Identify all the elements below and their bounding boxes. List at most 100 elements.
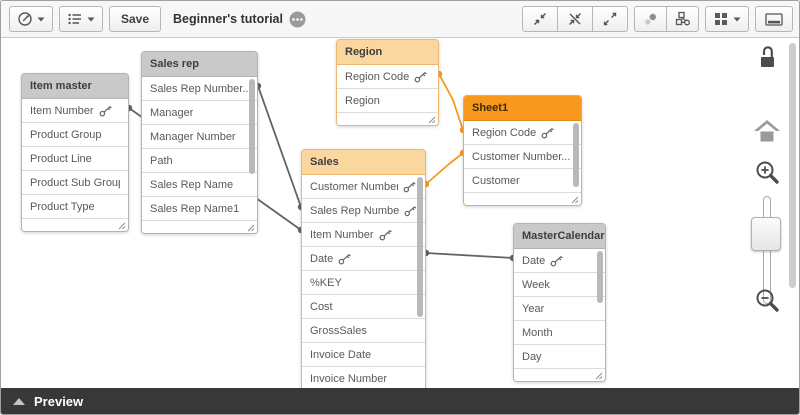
- table-rows: Region Code Customer Number... Customer: [464, 121, 581, 193]
- collapse-all-button[interactable]: [522, 6, 558, 32]
- table-footer: [142, 221, 257, 233]
- app-info-badge[interactable]: [289, 11, 306, 28]
- data-model-icon: [675, 11, 690, 26]
- field-row[interactable]: Day: [514, 345, 605, 369]
- field-row[interactable]: Item Number: [302, 223, 425, 247]
- internal-table-view-button[interactable]: [634, 6, 667, 32]
- key-icon: [338, 253, 352, 264]
- table-header[interactable]: Region: [337, 40, 438, 65]
- field-label: Manager: [150, 106, 194, 119]
- field-row[interactable]: Date: [302, 247, 425, 271]
- field-row[interactable]: Week: [514, 273, 605, 297]
- table-item-master[interactable]: Item master Item Number Product Group Pr…: [21, 73, 129, 232]
- field-label: Week: [522, 278, 550, 291]
- resize-handle-icon[interactable]: [246, 223, 255, 232]
- field-label: Manager Number: [150, 130, 236, 143]
- field-label: Date: [310, 252, 334, 265]
- table-rows: Customer Number Sales Rep Number Item Nu…: [302, 175, 425, 388]
- expand-all-button[interactable]: [592, 6, 628, 32]
- source-table-view-button[interactable]: [666, 6, 699, 32]
- grid-view-menu-button[interactable]: [705, 6, 749, 32]
- zoom-in-icon[interactable]: [754, 159, 782, 189]
- table-header[interactable]: Item master: [22, 74, 128, 99]
- field-label: Product Type: [30, 200, 95, 213]
- field-row[interactable]: %KEY: [302, 271, 425, 295]
- table-region[interactable]: Region Region Code Region: [336, 39, 439, 126]
- home-icon[interactable]: [752, 118, 782, 144]
- field-row[interactable]: Region Code: [337, 65, 438, 89]
- toggle-preview-panel-button[interactable]: [755, 6, 793, 32]
- field-row[interactable]: Region: [337, 89, 438, 113]
- field-row[interactable]: Item Number: [22, 99, 128, 123]
- table-scrollbar-thumb[interactable]: [417, 177, 423, 317]
- field-label: Sales Rep Number...: [150, 82, 249, 95]
- field-row[interactable]: Invoice Date: [302, 343, 425, 367]
- resize-handle-icon[interactable]: [427, 115, 436, 124]
- table-title: Sales: [310, 156, 339, 168]
- field-row[interactable]: Product Sub Group: [22, 171, 128, 195]
- field-label: Item Number: [310, 228, 374, 241]
- field-row[interactable]: Month: [514, 321, 605, 345]
- preview-bar[interactable]: Preview: [1, 388, 799, 414]
- field-label: Region Code: [345, 70, 410, 83]
- field-label: Customer: [472, 174, 520, 187]
- field-row[interactable]: Product Group: [22, 123, 128, 147]
- field-row[interactable]: Sales Rep Name: [142, 173, 257, 197]
- field-row[interactable]: Path: [142, 149, 257, 173]
- field-row[interactable]: Date: [514, 249, 605, 273]
- table-scrollbar-thumb[interactable]: [597, 251, 603, 303]
- table-sales[interactable]: Sales Customer Number Sales Rep Number I…: [301, 149, 426, 388]
- field-row[interactable]: Manager Number: [142, 125, 257, 149]
- field-label: Customer Number...: [472, 150, 571, 163]
- sheet-list-button[interactable]: [59, 6, 103, 32]
- field-row[interactable]: Customer: [464, 169, 581, 193]
- lock-open-icon[interactable]: [755, 45, 779, 71]
- field-row[interactable]: GrossSales: [302, 319, 425, 343]
- field-row[interactable]: Manager: [142, 101, 257, 125]
- grid-view-icon: [715, 13, 727, 25]
- save-button[interactable]: Save: [109, 6, 162, 32]
- resize-handle-icon[interactable]: [117, 221, 126, 230]
- field-row[interactable]: Invoice Number: [302, 367, 425, 388]
- field-row[interactable]: Year: [514, 297, 605, 321]
- table-header[interactable]: MasterCalendar: [514, 224, 605, 249]
- resize-handle-icon[interactable]: [570, 195, 579, 204]
- field-row[interactable]: Cost: [302, 295, 425, 319]
- resize-handle-icon[interactable]: [594, 371, 603, 380]
- table-sales-rep[interactable]: Sales rep Sales Rep Number... Manager Ma…: [141, 51, 258, 234]
- table-sheet1[interactable]: Sheet1 Region Code Customer Number... Cu…: [463, 95, 582, 206]
- show-linked-fields-button[interactable]: [557, 6, 593, 32]
- field-row[interactable]: Product Type: [22, 195, 128, 219]
- field-row[interactable]: Sales Rep Name1: [142, 197, 257, 221]
- field-row[interactable]: Sales Rep Number: [302, 199, 425, 223]
- field-row[interactable]: Customer Number...: [464, 145, 581, 169]
- field-row[interactable]: Region Code: [464, 121, 581, 145]
- field-label: Sales Rep Name: [150, 178, 234, 191]
- field-row[interactable]: Sales Rep Number...: [142, 77, 257, 101]
- preview-panel-icon: [765, 12, 783, 26]
- key-icon: [404, 205, 416, 216]
- bubbles-icon: [644, 13, 656, 25]
- table-title: Item master: [30, 80, 92, 92]
- preview-label: Preview: [34, 393, 84, 409]
- table-scrollbar-thumb[interactable]: [249, 79, 255, 174]
- table-mastercalendar[interactable]: MasterCalendar Date Week Year Month Day: [513, 223, 606, 382]
- field-row[interactable]: Customer Number: [302, 175, 425, 199]
- field-label: Date: [522, 254, 546, 267]
- zoom-slider-handle[interactable]: [751, 217, 781, 251]
- table-header[interactable]: Sales rep: [142, 52, 257, 77]
- table-header[interactable]: Sales: [302, 150, 425, 175]
- table-title: Sales rep: [150, 58, 199, 70]
- table-rows: Date Week Year Month Day: [514, 249, 605, 369]
- table-scrollbar-thumb[interactable]: [573, 123, 579, 187]
- table-rows: Item Number Product Group Product Line P…: [22, 99, 128, 219]
- field-label: Path: [150, 154, 173, 167]
- table-title: Sheet1: [472, 102, 509, 114]
- zoom-out-icon[interactable]: [754, 287, 782, 317]
- field-row[interactable]: Product Line: [22, 147, 128, 171]
- table-header[interactable]: Sheet1: [464, 96, 581, 121]
- model-canvas[interactable]: Item master Item Number Product Group Pr…: [1, 38, 799, 388]
- field-label: Cost: [310, 300, 333, 313]
- navigation-menu-button[interactable]: [9, 6, 53, 32]
- canvas-vertical-scrollbar[interactable]: [789, 43, 796, 288]
